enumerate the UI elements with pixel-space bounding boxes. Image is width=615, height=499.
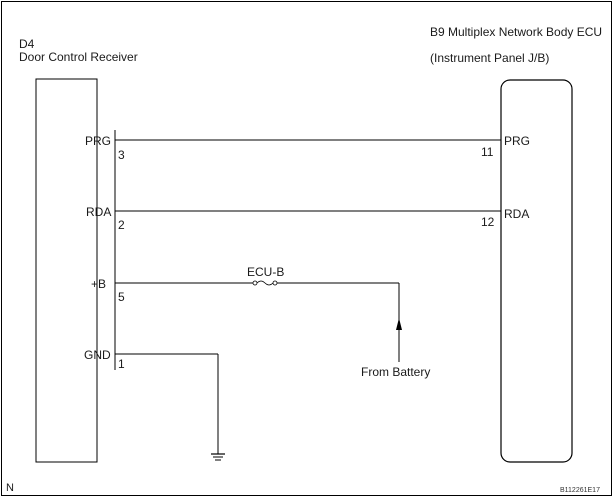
right-pin-label-rda: RDA bbox=[504, 207, 530, 221]
left-component-code: D4 bbox=[19, 37, 35, 51]
left-component-name: Door Control Receiver bbox=[19, 50, 138, 64]
left-pin-number-plus-b: 5 bbox=[118, 290, 125, 304]
left-pin-label-gnd: GND bbox=[84, 348, 111, 362]
right-component-title: B9 Multiplex Network Body ECU bbox=[430, 25, 603, 39]
right-pin-number-prg: 11 bbox=[481, 145, 494, 159]
left-pin-label-rda: RDA bbox=[86, 205, 112, 219]
left-pin-label-plus-b: +B bbox=[91, 277, 107, 291]
left-pin-label-prg: PRG bbox=[85, 134, 112, 148]
left-pin-number-prg: 3 bbox=[118, 148, 125, 162]
arrow-up-icon bbox=[396, 318, 402, 330]
battery-label: From Battery bbox=[361, 365, 431, 379]
right-component-subtitle: (Instrument Panel J/B) bbox=[430, 51, 550, 65]
fuse-icon bbox=[252, 280, 278, 286]
fuse-label: ECU-B bbox=[247, 265, 285, 279]
door-control-receiver-box bbox=[35, 78, 98, 463]
right-pin-label-prg: PRG bbox=[504, 134, 531, 148]
right-pin-number-rda: 12 bbox=[481, 215, 495, 229]
body-ecu-box bbox=[500, 79, 573, 463]
left-pin-number-gnd: 1 bbox=[118, 357, 125, 371]
figure-id: B112261E17 bbox=[560, 487, 600, 494]
ground-icon bbox=[211, 453, 225, 461]
left-pin-number-rda: 2 bbox=[118, 218, 125, 232]
footer-left-mark: N bbox=[6, 482, 14, 494]
